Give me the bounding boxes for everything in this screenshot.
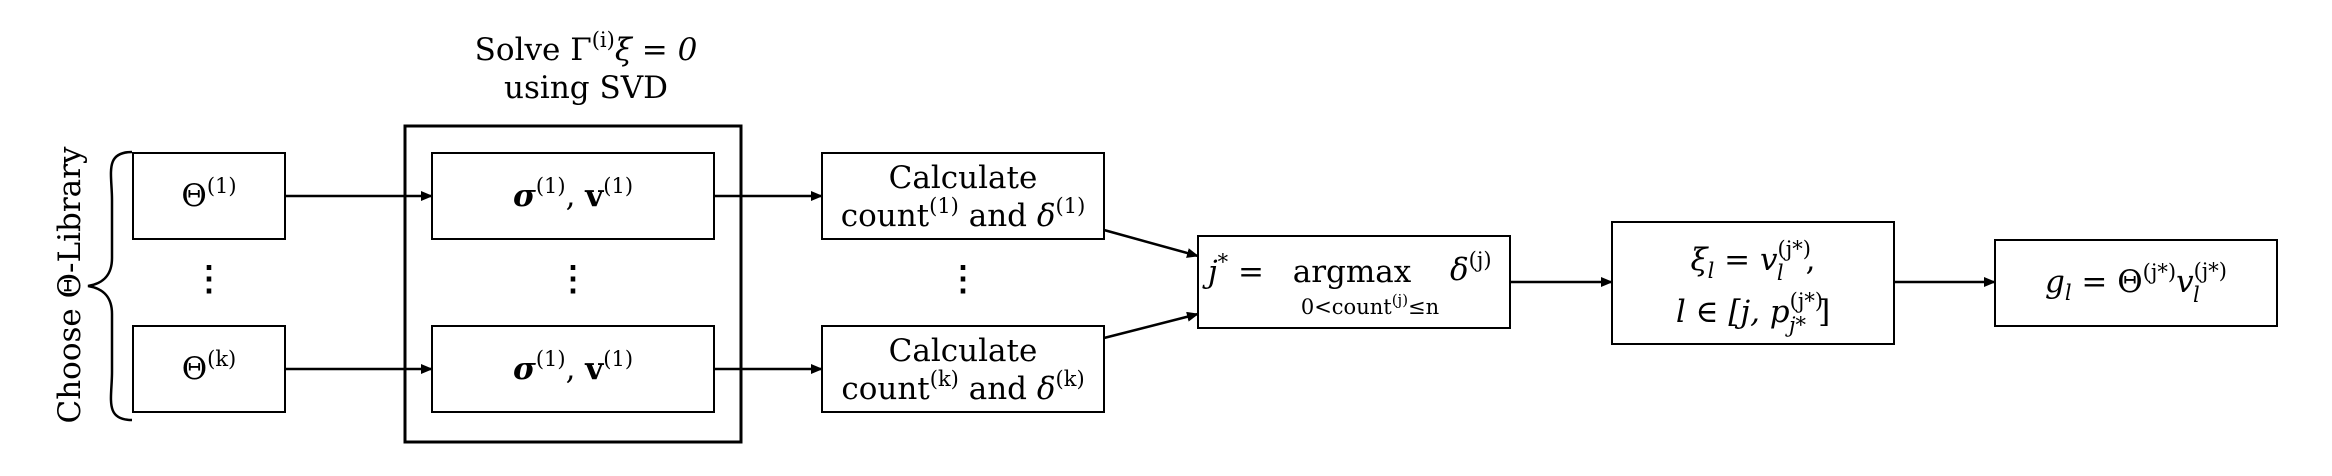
argmax-lhs: j* = bbox=[1202, 250, 1264, 290]
theta-box-1 bbox=[132, 152, 286, 240]
argmax-constraint: 0<count(j)≤n bbox=[1301, 291, 1439, 319]
calc-title-1: Calculate bbox=[889, 160, 1038, 196]
g-box bbox=[1994, 239, 2278, 327]
svd-title-line2: using SVD bbox=[504, 70, 668, 106]
calc-box-1 bbox=[821, 152, 1105, 240]
svd-ellipsis: ⋮ bbox=[556, 259, 590, 299]
xi-line2: l ∈ [j, p(j*)j*] bbox=[1676, 289, 1830, 337]
argmax-operator: argmax bbox=[1293, 254, 1412, 290]
calc-detail-k: count(k) and δ(k) bbox=[841, 367, 1084, 407]
calc-detail-1: count(1) and δ(1) bbox=[841, 194, 1086, 234]
svd-container bbox=[403, 124, 743, 444]
library-brace bbox=[87, 150, 133, 422]
svd-label-k: σ(1), v(1) bbox=[513, 347, 633, 387]
svd-title-line1: Solve Γ(i)ξ = 0 bbox=[475, 28, 698, 68]
theta-label-k: Θ(k) bbox=[182, 347, 237, 387]
arrow-calck-argmax bbox=[1103, 311, 1199, 340]
theta-ellipsis: ⋮ bbox=[192, 259, 226, 299]
svd-box-1 bbox=[431, 152, 715, 240]
xi-box bbox=[1611, 221, 1895, 345]
theta-label-1: Θ(1) bbox=[181, 174, 236, 214]
stage-label: Choose Θ-Library bbox=[52, 146, 88, 423]
xi-line1: ξl = v(j*)l, bbox=[1691, 237, 1816, 285]
theta-box-k bbox=[132, 325, 286, 413]
arrow-calc1-argmax bbox=[1103, 228, 1199, 258]
calc-ellipsis: ⋮ bbox=[946, 259, 980, 299]
argmax-delta: δ(j) bbox=[1450, 248, 1492, 288]
svd-label-1: σ(1), v(1) bbox=[513, 174, 633, 214]
g-label: gl = Θ(j*)v(j*)l bbox=[2045, 259, 2227, 307]
calc-title-k: Calculate bbox=[889, 333, 1038, 369]
